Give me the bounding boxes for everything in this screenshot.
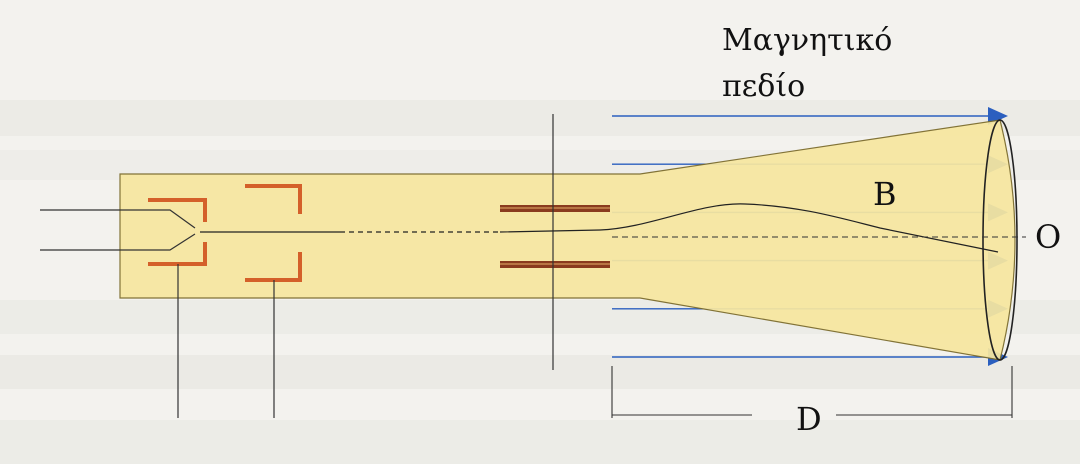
deflection-plates — [500, 205, 610, 268]
distance-label-d: D — [796, 400, 822, 438]
magnetic-field-label: Μαγνητικό πεδίο — [722, 23, 893, 104]
grid-electrode — [148, 198, 207, 266]
screen-ellipse — [982, 119, 1018, 361]
screen-point-o: O — [1035, 218, 1062, 256]
cathode — [40, 209, 196, 251]
beam-curved — [499, 203, 999, 253]
anode-electrode — [245, 184, 302, 282]
tube-body — [119, 119, 1016, 361]
field-symbol-b: B — [873, 175, 897, 213]
dimension-d — [611, 366, 1013, 418]
